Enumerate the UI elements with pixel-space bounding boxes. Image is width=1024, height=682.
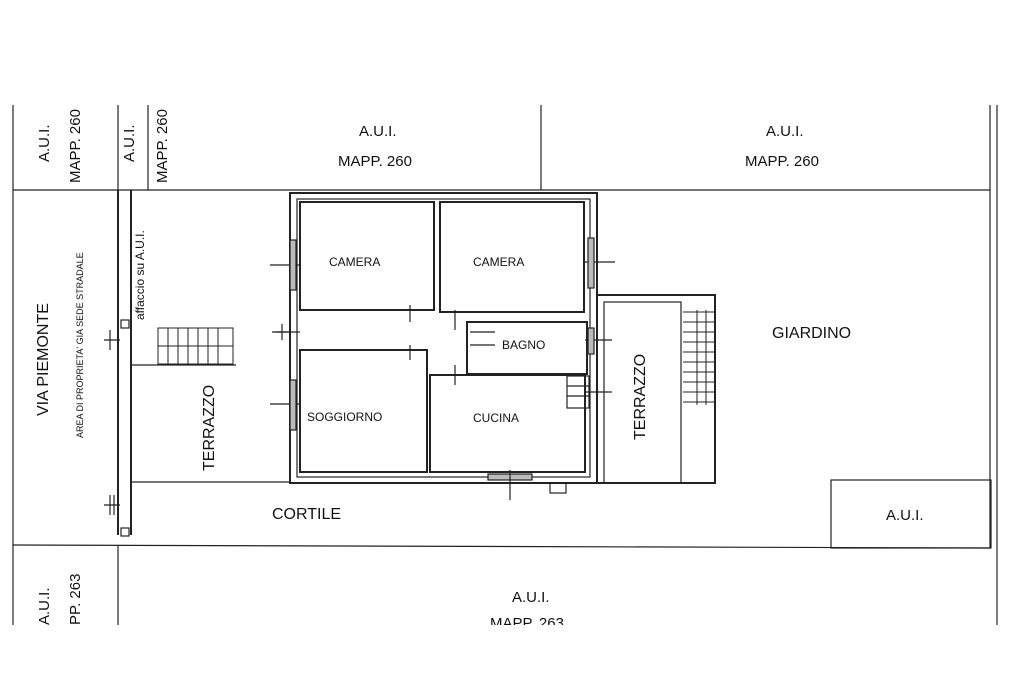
room-label-camera: CAMERA: [329, 255, 381, 269]
room-label-bagno: BAGNO: [502, 338, 546, 352]
neighbor-label-mapp260: MAPP. 260: [745, 153, 819, 170]
neighbor-label-mapp260: MAPP. 260: [154, 109, 171, 183]
neighbor-label-aui: A.U.I.: [121, 124, 138, 162]
street-label: VIA PIEMONTE: [35, 303, 52, 416]
cortile-label: CORTILE: [272, 506, 342, 523]
giardino-label: GIARDINO: [772, 325, 852, 342]
neighbor-label-aui: A.U.I.: [359, 123, 397, 140]
room-label-cucina: CUCINA: [473, 411, 520, 425]
neighbor-label-aui: A.U.I.: [766, 123, 804, 140]
neighbor-label-mapp260: MAPP. 260: [338, 153, 412, 170]
room-label-soggiorno: SOGGIORNO: [307, 410, 383, 424]
neighbor-label-aui-bottom: A.U.I.: [36, 587, 53, 625]
area-stradale-note: AREA DI PROPRIETA' GIA SEDE STRADALE: [75, 252, 85, 438]
terrazzo-left-label: TERRAZZO: [201, 384, 218, 471]
neighbor-label-aui: A.U.I.: [36, 124, 53, 162]
neighbor-label-mapp260: MAPP. 260: [67, 109, 84, 183]
bottom-boundary-line: [12, 544, 991, 549]
room-label-camera: CAMERA: [473, 255, 525, 269]
aui-block-label: A.U.I.: [886, 507, 924, 524]
terrazzo-right-label: TERRAZZO: [632, 353, 649, 440]
neighbor-label-mapp263: MAPP. 263: [490, 616, 564, 625]
neighbor-label-aui-bottom: A.U.I.: [512, 589, 550, 606]
affaccio-note: affaccio su A.U.I.: [133, 230, 147, 320]
neighbor-label-pp263: PP. 263: [67, 573, 84, 625]
